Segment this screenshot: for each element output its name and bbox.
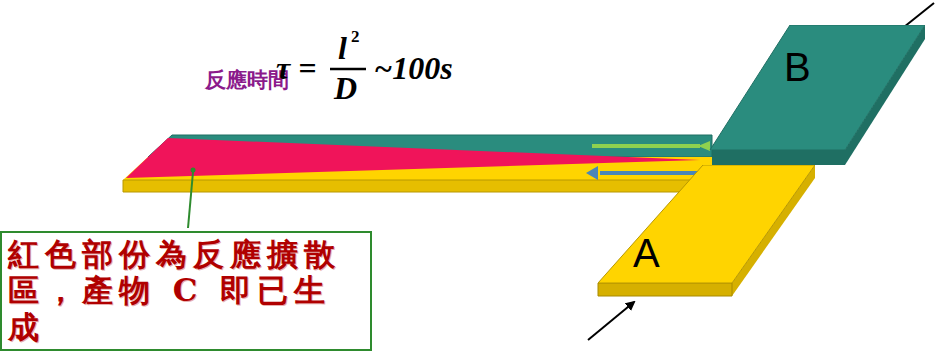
- plate-top-face: [708, 25, 925, 150]
- formula-value: ~100s: [374, 50, 453, 87]
- callout-box: 紅色部份為反應擴散區，產物 C 即已生成: [0, 231, 372, 351]
- fraction-bar: [330, 68, 366, 71]
- plate-face: [710, 25, 925, 150]
- inlet-arrow: [588, 302, 634, 340]
- inlet-a-plate: A: [598, 165, 815, 283]
- plate-top-face: [598, 165, 815, 283]
- formula-length: l: [338, 30, 347, 67]
- formula-exponent: 2: [351, 27, 360, 47]
- formula-diffusivity: D: [334, 70, 357, 107]
- flow-arrow: [592, 144, 700, 148]
- leader-dot: [191, 168, 196, 173]
- leader-line: [188, 172, 193, 228]
- reaction-region: [126, 138, 700, 178]
- inlet-label: B: [784, 45, 811, 90]
- callout-text: 紅色部份為反應擴散區，產物 C 即已生成: [8, 236, 366, 345]
- formula-tau: τ =: [276, 50, 316, 87]
- channel-front: [123, 180, 712, 192]
- inlet-label: A: [633, 231, 660, 276]
- plate-a-front: [598, 283, 732, 296]
- plate-face: [598, 165, 815, 283]
- plate-b-front: [708, 150, 845, 165]
- flow-arrow-head: [586, 166, 598, 180]
- inlet-b-plate: B: [708, 25, 925, 150]
- flow-arrow: [600, 171, 700, 175]
